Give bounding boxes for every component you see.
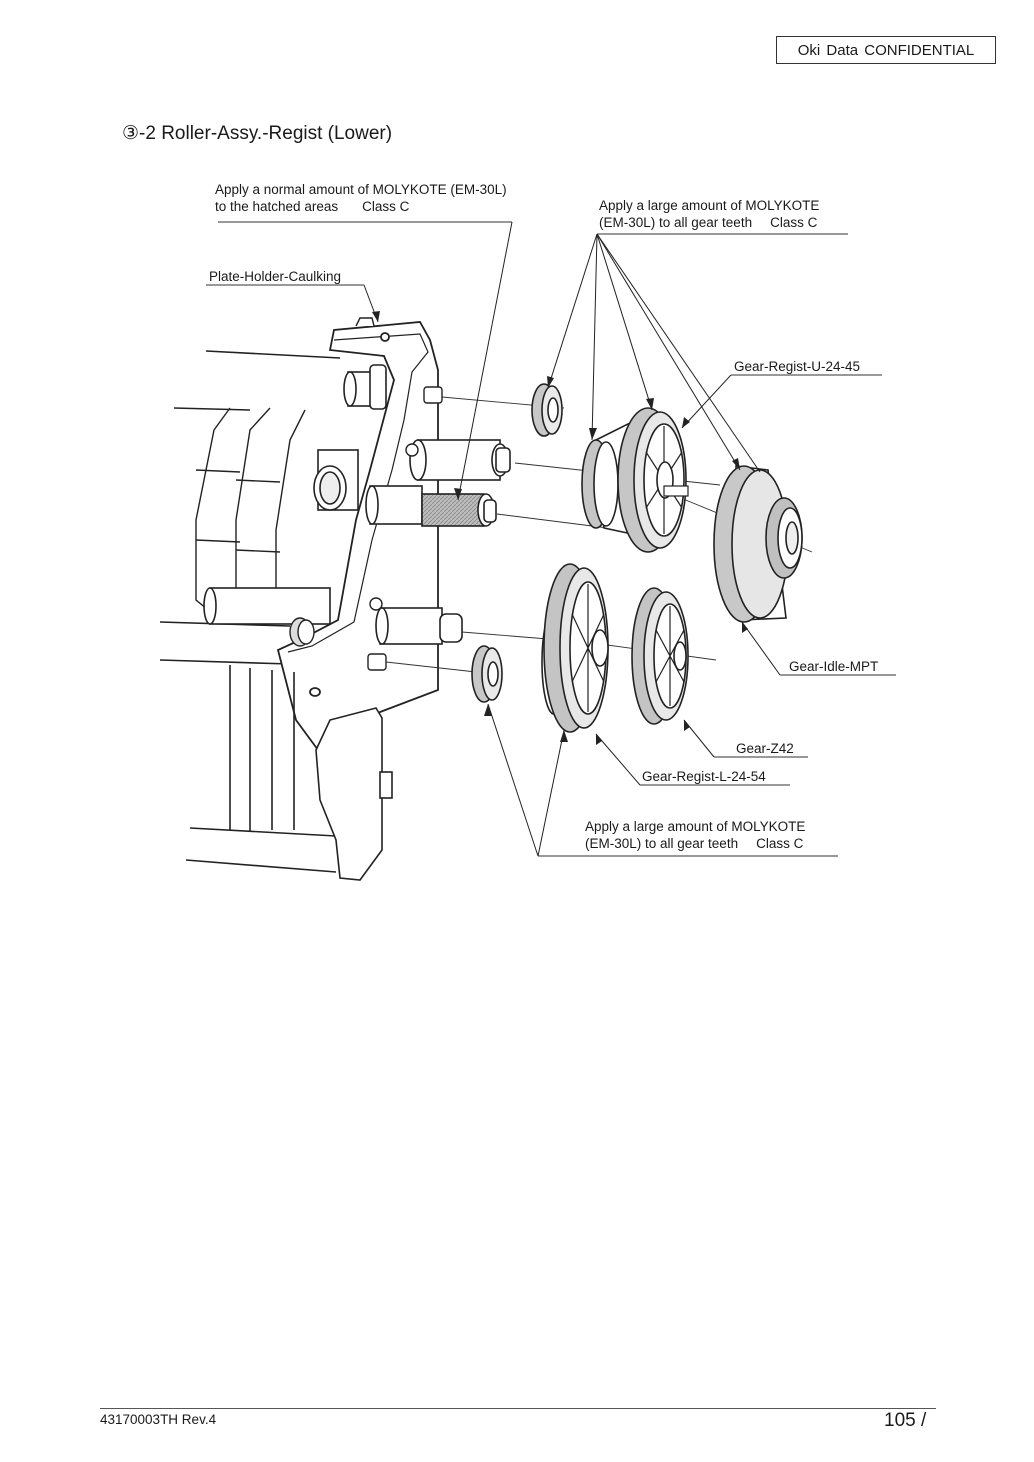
lower-bracket (229, 665, 393, 881)
large-grease-top-line2-row: (EM-30L) to all gear teeth Class C (599, 214, 819, 231)
large-grease-bottom-class: Class C (756, 836, 804, 851)
bushing-top (531, 383, 563, 437)
small-pins (367, 386, 443, 671)
confidential-box: Oki Data CONFIDENTIAL (776, 36, 996, 64)
footer-divider (100, 1408, 936, 1409)
page-number: 105 / (884, 1410, 927, 1431)
arrow-heads (372, 311, 748, 745)
plate-holder-label: Plate-Holder-Caulking (209, 269, 342, 284)
large-grease-bottom-line1: Apply a large amount of MOLYKOTE (585, 819, 806, 834)
normal-grease-class: Class C (362, 199, 410, 214)
large-grease-top-line2: (EM-30L) to all gear teeth (599, 215, 753, 230)
gear-regist-l (541, 563, 609, 733)
lower-shaft (203, 587, 331, 625)
normal-grease-line2: to the hatched areas (215, 199, 339, 214)
leader-lines (363, 221, 781, 857)
section-title: ③-2 Roller-Assy.-Regist (Lower) (122, 123, 393, 144)
large-grease-bottom-line2: (EM-30L) to all gear teeth (585, 836, 739, 851)
gear-idle-mpt (713, 465, 803, 623)
bushing-bottom (471, 645, 503, 703)
lower-shaft-plain (375, 607, 463, 645)
center-boss (313, 449, 359, 511)
gear-idle-mpt-label: Gear-Idle-MPT (789, 659, 879, 674)
gear-regist-l-label: Gear-Regist-L-24-54 (642, 769, 766, 784)
large-grease-top-class: Class C (770, 215, 818, 230)
gear-regist-u (581, 407, 689, 553)
top-shaft (343, 364, 387, 410)
normal-grease-line2-row: to the hatched areas Class C (215, 198, 507, 215)
gear-regist-u-label: Gear-Regist-U-24-45 (734, 359, 861, 374)
upper-shaft-plain (409, 439, 511, 481)
gear-z42 (631, 587, 689, 725)
hatched-shaft (365, 485, 497, 527)
normal-grease-line1: Apply a normal amount of MOLYKOTE (EM-30… (215, 182, 507, 197)
frame-ribs (195, 407, 306, 619)
frame-rails (159, 350, 341, 873)
small-knurled-gear (289, 617, 315, 647)
large-grease-callout-top: Apply a large amount of MOLYKOTE (EM-30L… (599, 197, 819, 231)
document-id: 43170003TH Rev.4 (100, 1412, 217, 1427)
large-grease-bottom-line2-row: (EM-30L) to all gear teeth Class C (585, 835, 805, 852)
normal-grease-callout: Apply a normal amount of MOLYKOTE (EM-30… (215, 181, 507, 215)
large-grease-top-line1: Apply a large amount of MOLYKOTE (599, 198, 820, 213)
gear-z42-label: Gear-Z42 (736, 741, 794, 756)
callout-underlines (206, 221, 896, 857)
large-grease-callout-bottom: Apply a large amount of MOLYKOTE (EM-30L… (585, 818, 805, 852)
